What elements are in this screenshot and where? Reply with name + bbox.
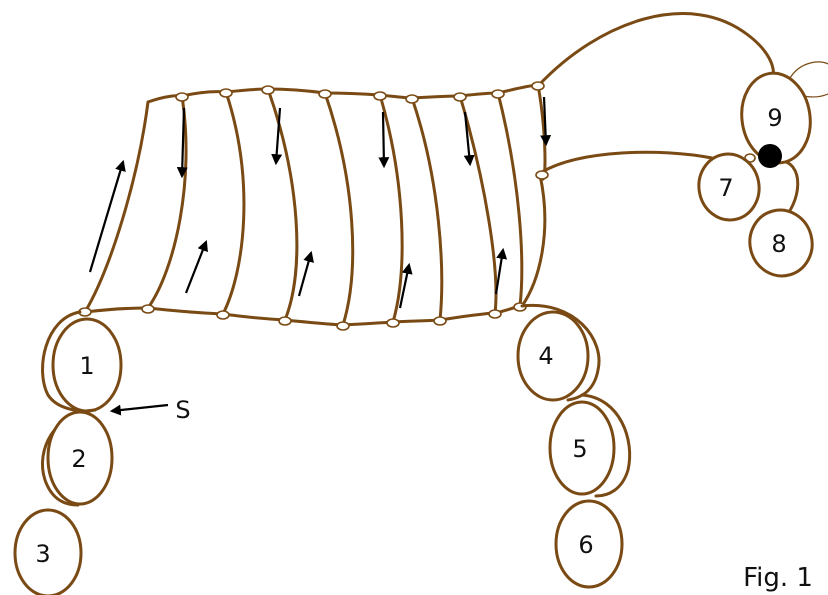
joint-node bbox=[262, 86, 274, 94]
joint-node bbox=[434, 317, 446, 325]
body-bands bbox=[85, 85, 545, 325]
body-band-edge bbox=[522, 175, 545, 306]
joint-node bbox=[387, 319, 399, 327]
joint-node bbox=[489, 310, 501, 318]
body-band-edge bbox=[498, 93, 522, 306]
neck-lower-outline bbox=[542, 152, 712, 172]
segment-6-label: 6 bbox=[578, 531, 593, 559]
joint-node bbox=[374, 92, 386, 100]
joint-node bbox=[454, 93, 466, 101]
figure-caption: Fig. 1 bbox=[743, 563, 813, 593]
joint-node bbox=[536, 171, 548, 179]
joint-node bbox=[176, 93, 188, 101]
body-top-outline bbox=[148, 85, 538, 102]
arrow-down-icon bbox=[182, 108, 184, 176]
neck-upper-outline bbox=[538, 14, 773, 86]
segment-4-label: 4 bbox=[538, 342, 553, 370]
joint-node bbox=[279, 317, 291, 325]
joint-node bbox=[337, 322, 349, 330]
body-band-edge bbox=[85, 102, 148, 312]
arrow-up-icon bbox=[90, 162, 123, 272]
segment-7-label: 7 bbox=[718, 174, 733, 202]
band-arrows bbox=[90, 97, 546, 308]
body-band-edge bbox=[223, 92, 244, 314]
arrow-up-icon bbox=[186, 242, 206, 293]
joint-node bbox=[319, 90, 331, 98]
joint-node bbox=[532, 82, 544, 90]
left-leg bbox=[15, 312, 121, 595]
body-joints bbox=[79, 82, 755, 330]
joint-node bbox=[492, 90, 504, 98]
head bbox=[694, 69, 820, 283]
arrow-up-icon bbox=[496, 250, 503, 294]
body-band-edge bbox=[412, 98, 442, 320]
body-band-edge bbox=[460, 96, 496, 313]
segment-1-label: 1 bbox=[79, 352, 94, 380]
segment-labels: 1 2 3 4 5 6 7 8 9 bbox=[35, 104, 786, 568]
segment-3-label: 3 bbox=[35, 540, 50, 568]
body-band-edge bbox=[148, 96, 186, 308]
joint-node bbox=[142, 305, 154, 313]
segment-5-label: 5 bbox=[572, 435, 587, 463]
joint-node bbox=[406, 95, 418, 103]
body-band-edge bbox=[325, 93, 353, 325]
arrow-up-icon bbox=[299, 253, 311, 296]
joint-node bbox=[217, 311, 229, 319]
s-pointer-arrow-icon bbox=[112, 405, 168, 411]
body-band-edge bbox=[268, 89, 297, 320]
arrow-down-icon bbox=[383, 112, 384, 166]
joint-node bbox=[220, 89, 232, 97]
eye-dot-icon bbox=[758, 144, 782, 168]
marker-s-label: S bbox=[175, 396, 190, 424]
segment-2-label: 2 bbox=[71, 445, 86, 473]
segment-8-label: 8 bbox=[771, 230, 786, 258]
segment-9-label: 9 bbox=[767, 104, 782, 132]
